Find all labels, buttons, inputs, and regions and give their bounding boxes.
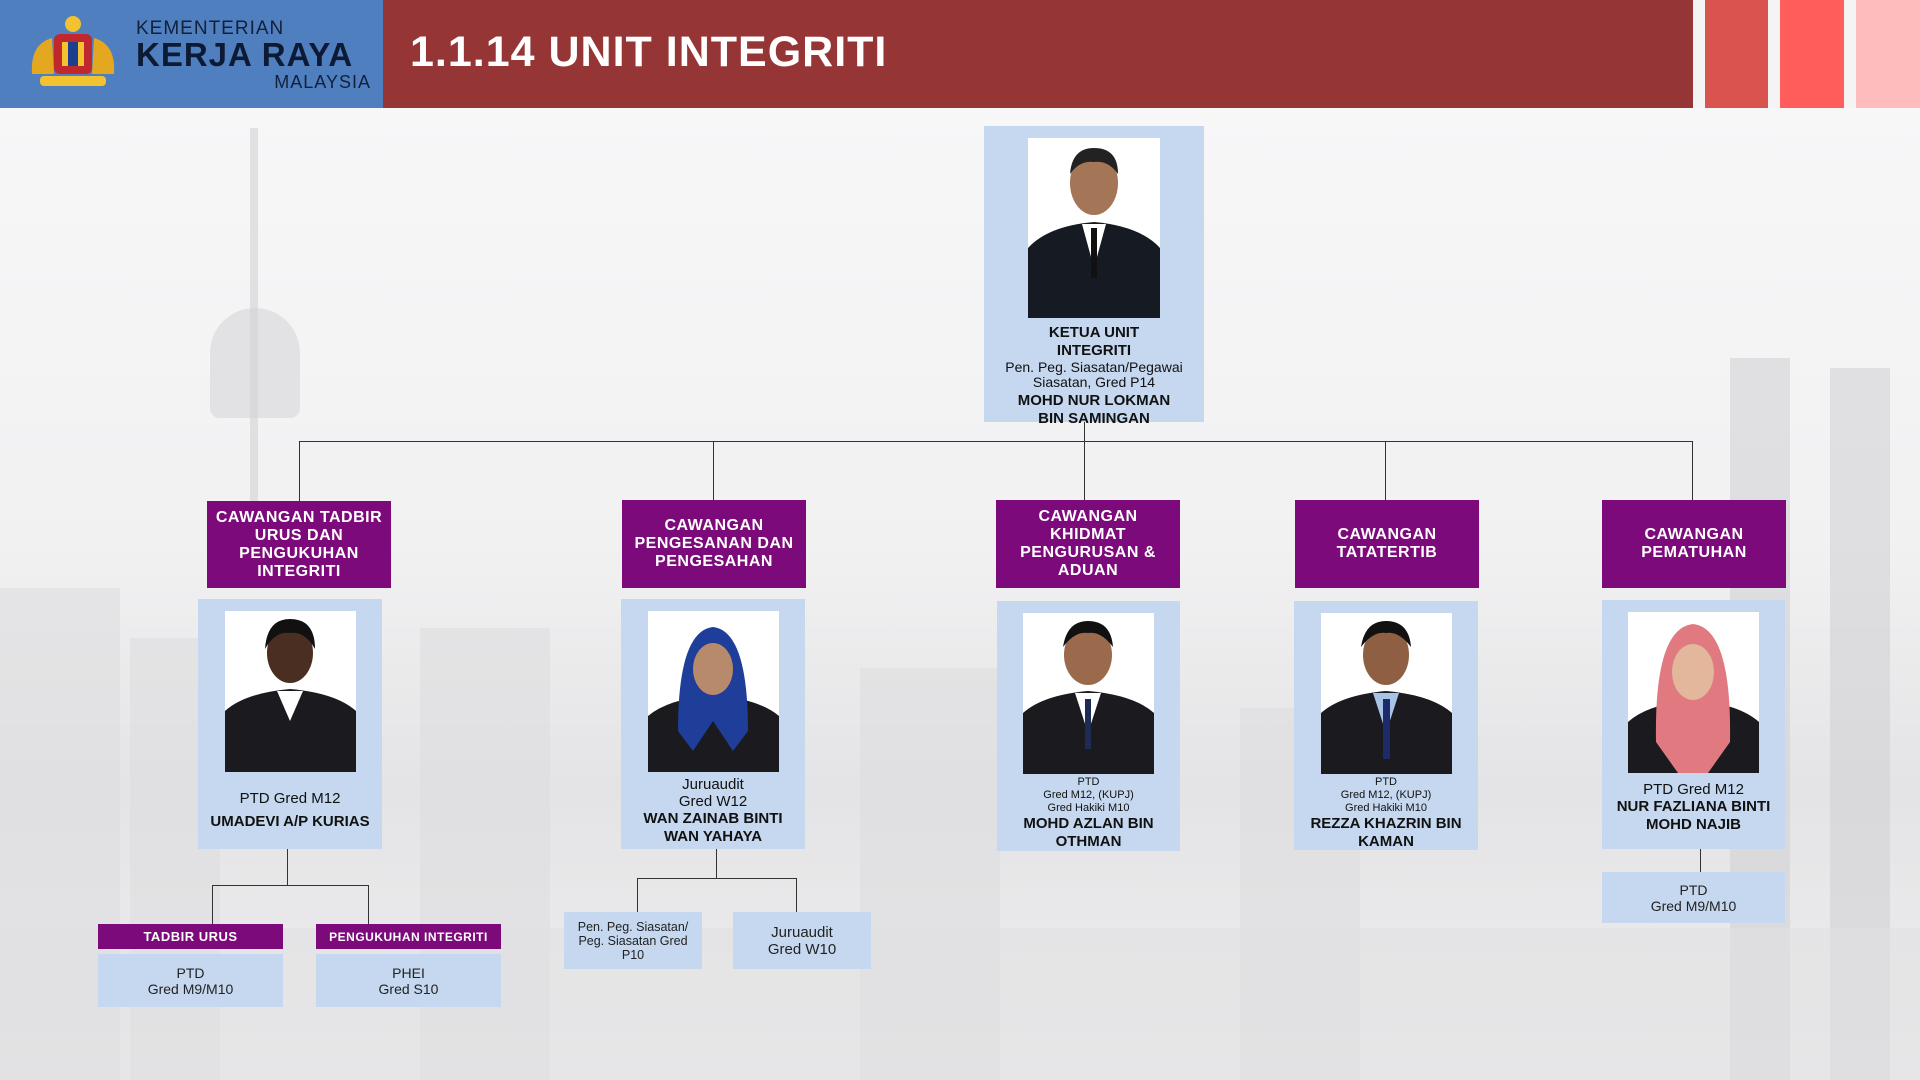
connector [1084,422,1085,441]
connector [1385,441,1386,501]
portrait-photo [1320,613,1452,774]
staff-line2: Peg. Siasatan Gred [578,933,688,948]
branch-head-card-4: PTD Gred M12, (KUPJ) Gred Hakiki M10 REZ… [1294,601,1478,850]
branch-head-name-line2: OTHMAN [1055,833,1122,850]
ministry-line3: MALAYSIA [274,72,371,92]
branch-head-card-5: PTD Gred M12 NUR FAZLIANA BINTI MOHD NAJ… [1602,600,1785,849]
branch-grade: PTD Gred M12 [239,790,341,807]
portrait-photo [1023,613,1154,774]
branch-grade: PTD Gred M12 [1643,781,1744,798]
head-card: KETUA UNIT INTEGRITI Pen. Peg. Siasatan/… [984,126,1204,427]
head-name-line1: MOHD NUR LOKMAN [1017,392,1171,409]
branch-grade-line1: PTD [1077,776,1100,788]
branch-header-pengesanan: CAWANGAN PENGESANAN DAN PENGESAHAN [622,500,806,588]
unit-card-pengukuhan: PHEI Gred S10 [316,954,501,1007]
connector [212,885,369,886]
branch-head-name-line2: KAMAN [1358,833,1414,850]
accent-block-3 [1856,0,1920,108]
accent-block-1 [1705,0,1768,108]
ministry-line1: KEMENTERIAN [136,18,285,39]
unit-line2: Gred S10 [378,980,439,997]
connector [1692,441,1693,501]
connector [637,878,638,912]
coat-of-arms-icon [31,16,115,86]
branch-grade-line3: Gred Hakiki M10 [1047,802,1130,814]
branch-head-name-line1: REZZA KHAZRIN BIN [1310,815,1462,832]
portrait-photo [647,611,779,772]
head-role-line2: INTEGRITI [1056,342,1132,359]
branch-head-name-line2: MOHD NAJIB [1645,816,1741,833]
head-grade-line1: Pen. Peg. Siasatan/Pegawai [1005,359,1183,375]
branch-header-khidmat: CAWANGAN KHIDMAT PENGURUSAN & ADUAN [996,500,1180,588]
accent-block-2 [1780,0,1844,108]
staff-card-siasatan: Pen. Peg. Siasatan/ Peg. Siasatan Gred P… [564,912,702,969]
city-skyline-background [0,108,1920,1080]
staff-line2: Gred W10 [767,940,837,958]
connector [212,885,213,924]
connector [716,849,717,878]
branch-head-card-1: PTD Gred M12 UMADEVI A/P KURIAS [198,599,382,849]
connector [368,885,369,924]
branch-head-name-line1: NUR FAZLIANA BINTI [1616,798,1771,815]
branch-grade-line1: Juruaudit [682,776,744,793]
staff-line2: Gred M9/M10 [1650,897,1737,914]
ministry-line2: KERJA RAYA [136,36,354,73]
branch-head-name-line2: WAN YAHAYA [663,828,763,845]
branch-head-name-line1: MOHD AZLAN BIN [1023,815,1154,832]
branch-header-pematuhan: CAWANGAN PEMATUHAN [1602,500,1786,588]
unit-label-tadbir-urus: TADBIR URUS [98,924,283,949]
portrait-photo [1028,138,1160,318]
connector [1700,849,1701,872]
staff-line1: Pen. Peg. Siasatan/ [577,919,689,934]
connector [637,878,797,879]
head-name-line2: BIN SAMINGAN [1038,410,1150,427]
staff-line1: Juruaudit [771,923,833,941]
unit-label-pengukuhan: PENGUKUHAN INTEGRITI [316,924,501,949]
page-title: 1.1.14 UNIT INTEGRITI [410,28,888,76]
head-role-line1: KETUA UNIT [1048,324,1140,341]
branch-grade-line3: Gred Hakiki M10 [1345,802,1427,814]
connector [713,441,714,501]
portrait-photo [1628,612,1759,773]
branch-grade-line1: PTD [1375,776,1397,788]
branch-head-name-line1: WAN ZAINAB BINTI [643,810,783,827]
branch-grade-line2: Gred M12, (KUPJ) [1043,789,1134,801]
branch-grade-line2: Gred W12 [678,793,748,810]
staff-line1: PTD [1679,881,1708,898]
unit-line1: PTD [176,964,205,981]
staff-card-juruaudit: Juruaudit Gred W10 [733,912,871,969]
head-grade-line2: Siasatan, Gred P14 [1032,374,1156,390]
connector [796,878,797,912]
branch-head-card-2: Juruaudit Gred W12 WAN ZAINAB BINTI WAN … [621,599,805,849]
branch-header-tadbir-urus: CAWANGAN TADBIR URUS DAN PENGUKUHAN INTE… [207,501,391,588]
branch-head-name: UMADEVI A/P KURIAS [210,813,370,830]
unit-card-tadbir-urus: PTD Gred M9/M10 [98,954,283,1007]
portrait-photo [224,611,356,772]
connector [1084,441,1085,501]
branch-grade-line2: Gred M12, (KUPJ) [1340,789,1432,801]
ministry-logo-area: KEMENTERIAN KERJA RAYA MALAYSIA [0,0,383,108]
title-bar: 1.1.14 UNIT INTEGRITI [383,0,1693,108]
connector [287,849,288,885]
branch-head-card-3: PTD Gred M12, (KUPJ) Gred Hakiki M10 MOH… [997,601,1180,851]
connector [299,441,300,501]
connector [299,441,1693,442]
unit-line1: PHEI [392,964,425,981]
staff-card-pematuhan: PTD Gred M9/M10 [1602,872,1785,923]
staff-line3: P10 [621,947,645,962]
branch-header-tatatertib: CAWANGAN TATATERTIB [1295,500,1479,588]
unit-line2: Gred M9/M10 [147,980,234,997]
